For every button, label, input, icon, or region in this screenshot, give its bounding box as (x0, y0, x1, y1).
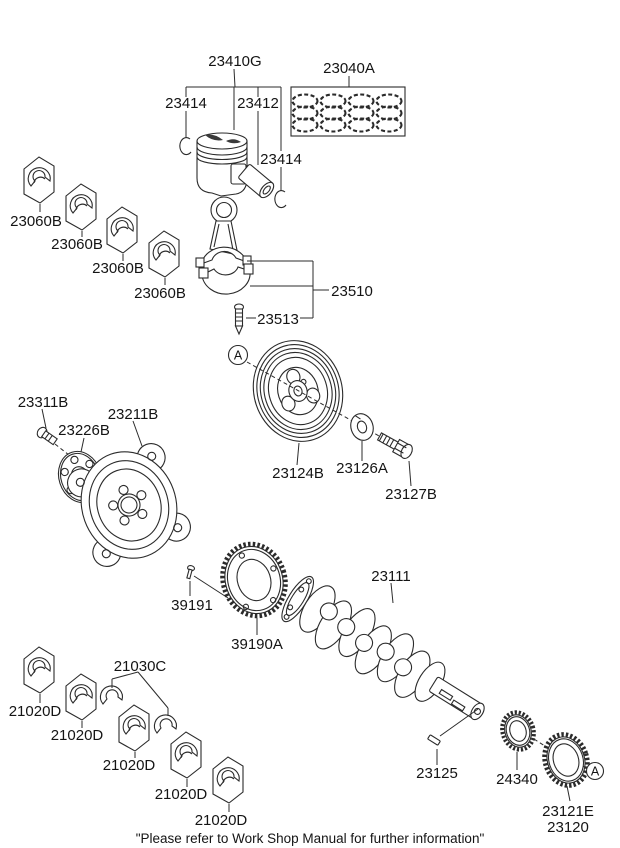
label-main-bearing-1: 21020D (9, 703, 62, 720)
label-piston-pin: 23412 (237, 95, 279, 112)
marker-a-bottom-text: A (591, 765, 600, 779)
label-pulley-bolt: 23127B (385, 486, 437, 503)
tone-wheel-leaders (189, 575, 258, 635)
label-adapter-plate: 23226B (58, 422, 110, 439)
tone-wheel-drawing (220, 541, 288, 619)
label-damper-pulley: 23124B (272, 465, 324, 482)
label-main-bearing-4: 21020D (155, 786, 208, 803)
snap-ring-right-drawing (274, 190, 287, 209)
label-timing-gear-ref: 23120 (547, 819, 589, 836)
connecting-rod-leaders (246, 260, 329, 319)
label-driveplate-bolt: 23311B (18, 394, 69, 411)
crankshaft-leader (390, 582, 394, 604)
label-drive-plate: 23211B (108, 406, 159, 423)
connecting-rod-drawing (195, 196, 254, 295)
label-crank-sprocket: 24340 (496, 771, 538, 788)
thrust-washer-drawings (99, 671, 177, 734)
crank-key-drawing (427, 734, 441, 746)
pulley-leaders (296, 441, 412, 487)
rod-bearing-drawings (23, 156, 180, 285)
label-rod-bearing-4: 23060B (134, 285, 186, 302)
footer-note: "Please refer to Work Shop Manual for fu… (136, 831, 485, 846)
label-pulley-washer: 23126A (336, 460, 388, 477)
label-rod-bearing-2: 23060B (51, 236, 103, 253)
label-rod-bolt: 23513 (257, 311, 299, 328)
label-rod-bearing-1: 23060B (10, 213, 62, 230)
crankshaft-drawing (281, 575, 485, 721)
drive-plate-drawing (67, 443, 191, 567)
piston-drawing (179, 132, 287, 209)
section-marker-a-top: A (227, 344, 249, 366)
main-bearing-drawings (23, 646, 244, 812)
marker-a-top-text: A (234, 349, 243, 363)
label-timing-gear: 23121E (542, 803, 594, 820)
piston-ring-set-drawing (290, 76, 406, 137)
pulley-washer-drawing (350, 413, 374, 441)
driveplate-bolt-drawing (36, 426, 58, 446)
sprocket-gear-dashed-line (533, 738, 549, 749)
rod-bolt-drawing (233, 303, 245, 336)
label-crankshaft: 23111 (371, 568, 411, 585)
label-piston-ring-set: 23040A (323, 60, 375, 77)
label-main-bearing-3: 21020D (103, 757, 156, 774)
crank-key-leaders (436, 708, 479, 765)
section-marker-a-bottom: A (585, 761, 605, 781)
label-snap-ring-2: 23414 (260, 151, 302, 168)
piston-pin-drawing (238, 164, 275, 199)
pulley-bolt-drawing (376, 432, 413, 459)
label-main-bearing-2: 21020D (51, 727, 104, 744)
label-main-bearing-set: 21030C (114, 658, 167, 675)
label-connecting-rod: 23510 (331, 283, 373, 300)
label-tone-wheel-screw: 39191 (171, 597, 213, 614)
tone-wheel-screw-drawing (186, 565, 196, 580)
label-crank-key: 23125 (416, 765, 458, 782)
label-main-bearing-5: 21020D (195, 812, 248, 829)
driveplate-bolt-leader (41, 408, 47, 429)
piston-kit-leaders (185, 68, 282, 191)
label-rod-bearing-3: 23060B (92, 260, 144, 277)
snap-ring-left-drawing (179, 137, 192, 156)
timing-gear-drawing (542, 732, 590, 788)
drive-plate-leader (132, 420, 143, 447)
label-piston-kit: 23410G (208, 53, 261, 70)
label-tone-wheel: 39190A (231, 636, 283, 653)
label-snap-ring-1: 23414 (165, 95, 207, 112)
crank-sprocket-drawing (500, 710, 536, 752)
adapter-plate-leader (80, 437, 85, 453)
